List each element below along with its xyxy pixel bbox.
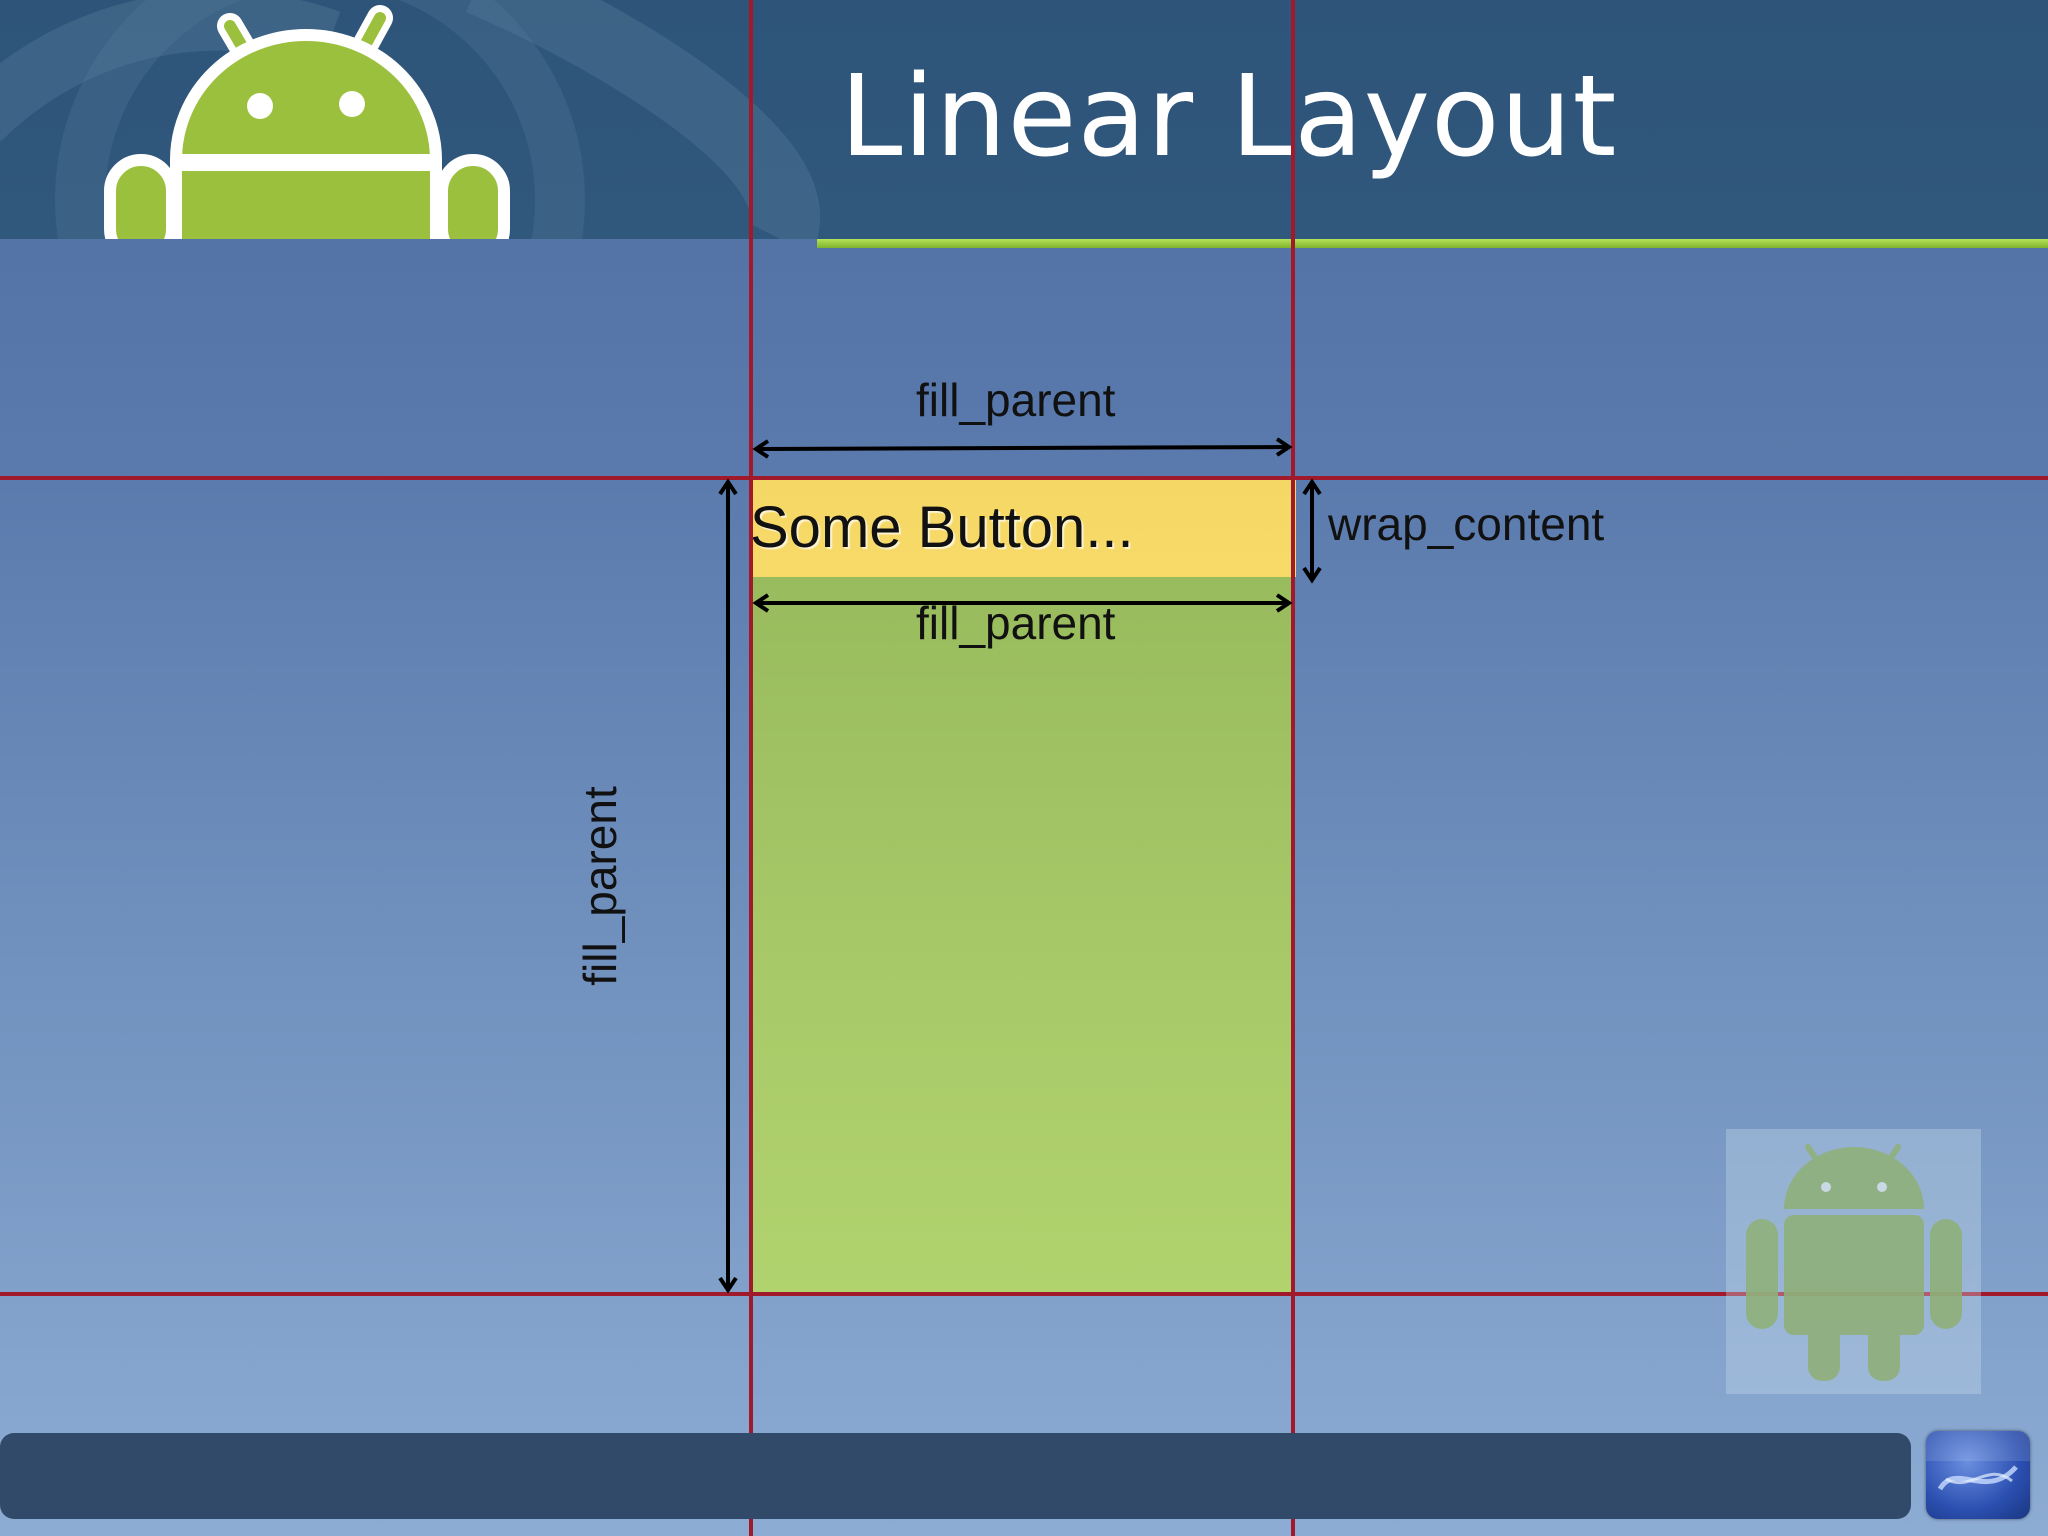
linear-layout-container [751, 577, 1294, 1294]
android-robot-icon [104, 5, 510, 239]
label-wrap-content: wrap_content [1328, 498, 1605, 550]
label-fill-parent-vertical: fill_parent [574, 786, 626, 986]
example-button-label: Some Button... [750, 495, 1134, 560]
header-swirl-decoration [0, 0, 820, 239]
gridline-vertical-left [749, 0, 753, 1536]
gridline-vertical-right [1291, 0, 1295, 1536]
example-button: Some Button... [750, 478, 1296, 577]
label-fill-parent-button: fill_parent [916, 597, 1116, 649]
arrow-top-width [755, 445, 1290, 451]
footer-logo-icon [1926, 1431, 2030, 1519]
slide-title: Linear Layout [840, 52, 1618, 182]
android-watermark [1726, 1129, 1981, 1394]
android-robot-watermark-icon [1746, 1144, 1962, 1381]
title-underline [817, 239, 2048, 248]
footer-bar [0, 1433, 1911, 1519]
header-band: Linear Layout [0, 0, 2048, 239]
gridline-horizontal-top [0, 476, 2048, 480]
gridline-horizontal-bottom [0, 1292, 2048, 1296]
label-fill-parent-top: fill_parent [916, 374, 1116, 426]
